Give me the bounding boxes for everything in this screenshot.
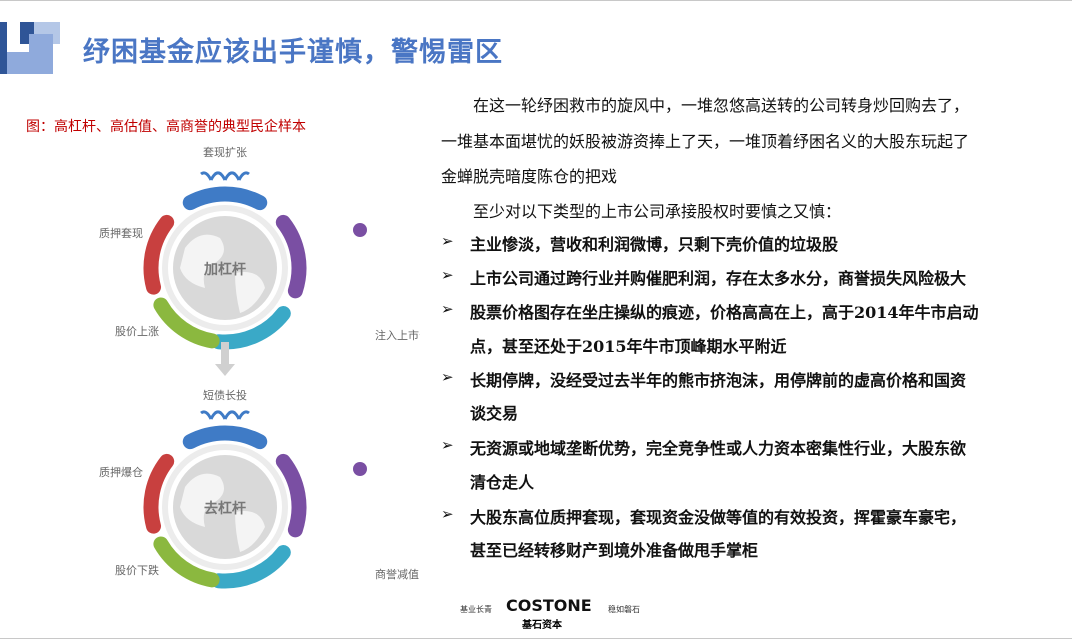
continents (180, 234, 265, 313)
burst-icon (353, 462, 367, 476)
bullet-arrow-icon: ➢ (441, 300, 454, 318)
brand-name-cn: 基石资本 (522, 620, 562, 631)
label-bottom-left: 股价下跌 (115, 563, 159, 577)
cycle-0: 加杠杆套现扩张海外并购质押套现股价上涨注入上市公司 (99, 145, 420, 350)
bullet-text: 清仓走人 (470, 473, 535, 492)
lead-line: 至少对以下类型的上市公司承接股权时要慎之又慎： (473, 202, 842, 221)
intro-line: 金蝉脱壳暗度陈仓的把戏 (441, 167, 618, 186)
bullet-arrow-icon: ➢ (441, 368, 454, 386)
bullet-text: 上市公司通过跨行业并购催肥利润，存在太多水分，商誉损失风险极大 (470, 269, 967, 288)
bullet-text: 无资源或地域垄断优势，完全竞争性或人力资本密集性行业，大股东欲 (470, 439, 967, 458)
label-top: 套现扩张 (203, 145, 247, 159)
bullet-arrow-icon: ➢ (441, 436, 454, 454)
intro-line: 一堆基本面堪忧的妖股被游资捧上了天，一堆顶着纾困名义的大股东玩起了 (441, 132, 970, 151)
cycle-center-label: 加杠杆 (203, 261, 246, 278)
arc-right (275, 453, 307, 538)
intro-line: 在这一轮纾困救市的旋风中，一堆忽悠高送转的公司转身炒回购去了， (473, 96, 970, 115)
bullet-arrow-icon: ➢ (441, 232, 454, 250)
arc-bottom-left (153, 536, 220, 588)
sprout-icon (228, 171, 250, 181)
page-title: 纾困基金应该出手谨慎，警惕雷区 (83, 37, 503, 68)
arc-top (182, 186, 268, 211)
arc-left (143, 453, 175, 534)
top-divider (0, 0, 1072, 1)
brand-name: COSTONE (506, 596, 592, 615)
sprout-icon (228, 410, 250, 420)
bullet-arrow-icon: ➢ (441, 505, 454, 523)
label-bottom-right: 商誉减值 (375, 567, 419, 581)
arc-bottom-right (211, 545, 291, 589)
bullet-text: 主业惨淡，营收和利润微博，只剩下壳价值的垃圾股 (470, 235, 839, 254)
label-left: 质押套现 (99, 226, 143, 240)
bottom-divider (0, 638, 1072, 639)
slogan-right: 稳如磐石 (608, 605, 640, 614)
bullet-text: 谈交易 (470, 404, 519, 423)
figure-caption: 图：高杠杆、高估值、高商誉的典型民企样本 (26, 119, 306, 135)
arc-bottom-right (211, 306, 291, 350)
bullet-text: 甚至已经转移财产到境外准备做甩手掌柜 (470, 541, 759, 560)
cycle-1: 去杠杆资产缩水质押爆仓股价下跌商誉减值 (99, 410, 419, 589)
bullet-text: 长期停牌，没经受过去半年的熊市挤泡沫，用停牌前的虚高价格和国资 (470, 371, 967, 390)
bullet-arrow-icon: ➢ (441, 266, 454, 284)
slogan-left: 基业长青 (460, 605, 492, 614)
label-bottom-right: 注入上市公司 (375, 328, 420, 342)
cycle-center-label: 去杠杆 (204, 500, 246, 517)
arc-right (275, 214, 307, 299)
bullet-text: 大股东高位质押套现，套现资金没做等值的有效投资，挥霍豪车豪宅， (470, 508, 967, 527)
arc-left (143, 214, 175, 295)
down-arrow-icon (215, 342, 235, 376)
arrow-label: 短债长投 (203, 388, 247, 402)
leverage-cycle-diagram: 加杠杆套现扩张海外并购质押套现股价上涨注入上市公司去杠杆资产缩水质押爆仓股价下跌… (99, 145, 420, 589)
label-left: 质押爆仓 (99, 465, 143, 479)
burst-icon (353, 223, 367, 237)
arc-bottom-left (153, 297, 220, 349)
globe-ring (162, 444, 288, 570)
bullet-text: 点，甚至还处于2015年牛市顶峰期水平附近 (470, 337, 787, 356)
continents (180, 473, 265, 552)
arc-top (182, 425, 268, 450)
bullet-text: 股票价格图存在坐庄操纵的痕迹，价格高高在上，高于2014年牛市启动 (470, 303, 979, 322)
globe-ring (162, 205, 288, 331)
label-bottom-left: 股价上涨 (115, 325, 159, 338)
